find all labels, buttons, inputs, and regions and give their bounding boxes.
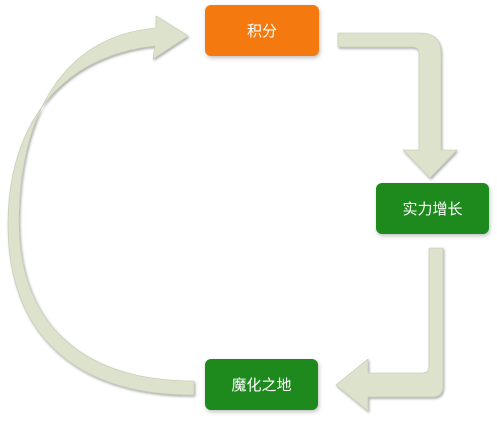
node-magic-label: 魔化之地	[231, 376, 292, 394]
node-strength: 实力增长	[376, 183, 489, 234]
arrow-points-to-strength	[337, 32, 458, 179]
node-points-label: 积分	[246, 22, 277, 40]
node-magic: 魔化之地	[205, 359, 318, 410]
node-points: 积分	[205, 5, 319, 56]
node-strength-label: 实力增长	[402, 200, 463, 218]
arrow-magic-to-points	[7, 15, 195, 396]
arrow-strength-to-magic	[335, 247, 444, 412]
